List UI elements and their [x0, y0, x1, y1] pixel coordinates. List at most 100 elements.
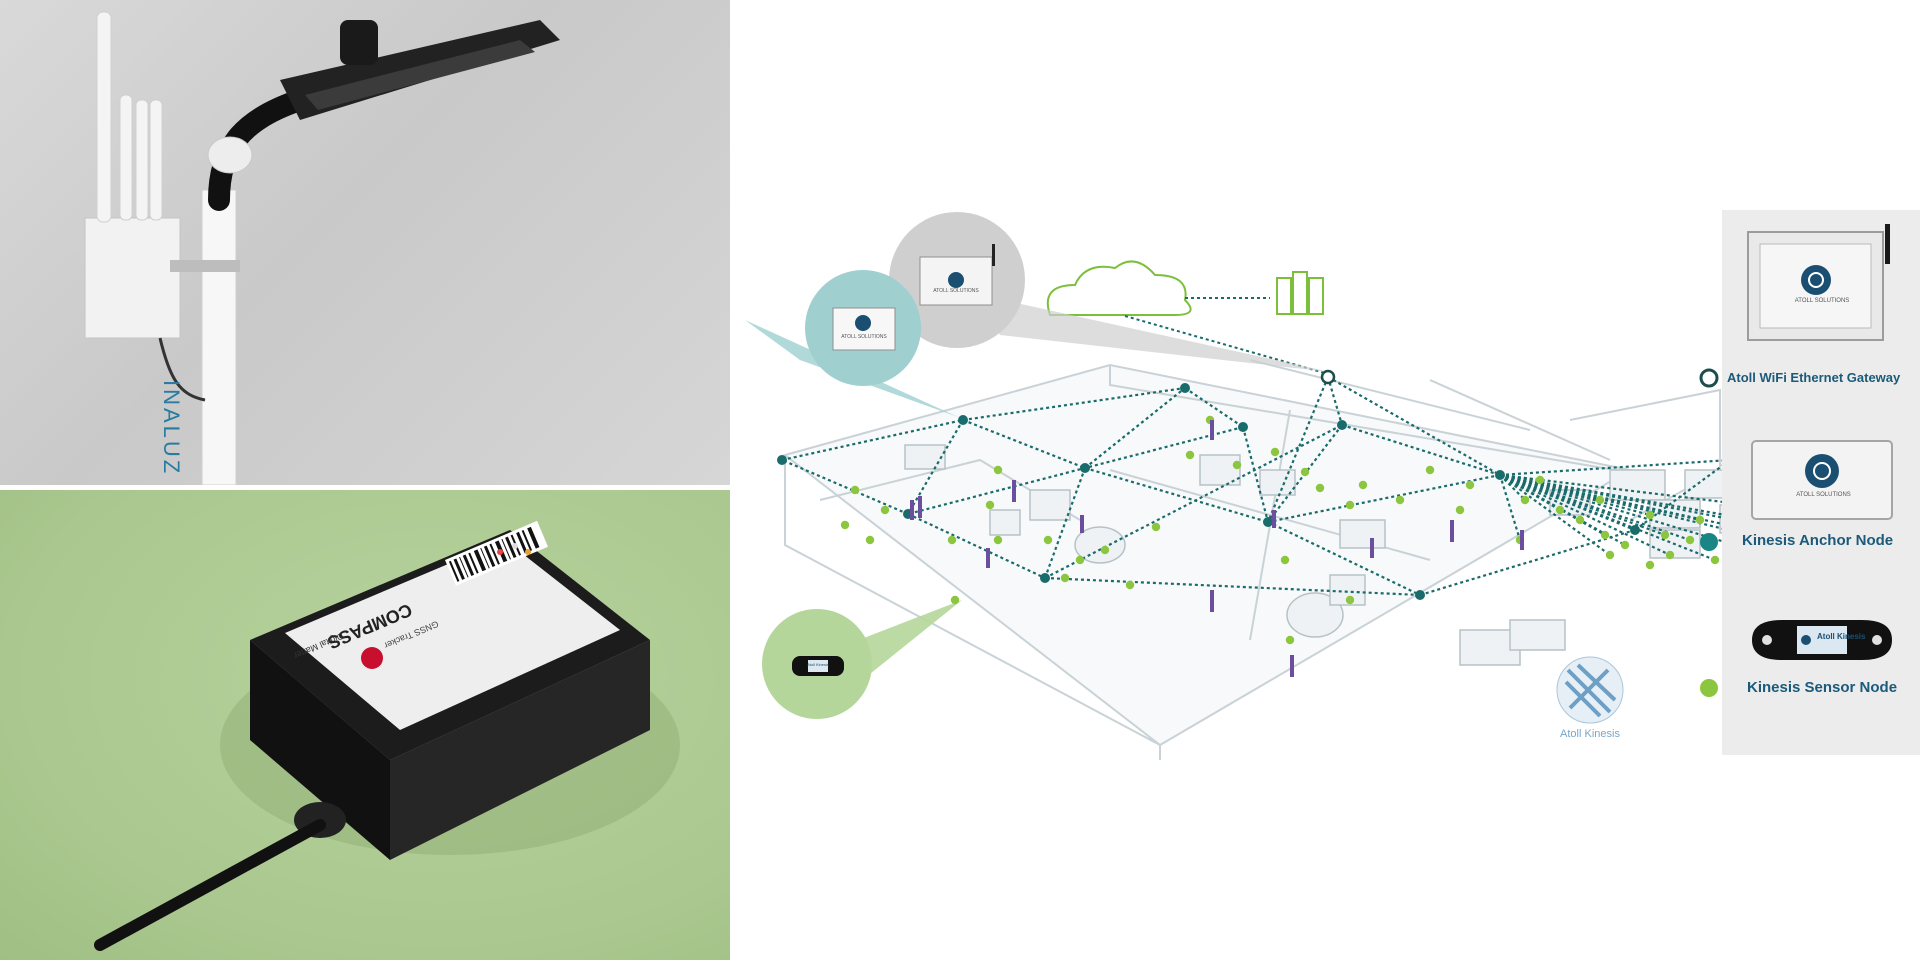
mesh-link — [1419, 528, 1636, 597]
mesh-link — [907, 419, 964, 515]
legend-markers — [1699, 368, 1719, 697]
sensor-node — [1100, 545, 1110, 555]
legend-panel: ATOLL SOLUTIONS ATOLL SOLUTIONS Atoll Ki… — [1722, 210, 1920, 755]
sensor-node — [1270, 447, 1280, 457]
sensor-link — [1499, 473, 1736, 547]
sensor-link — [1498, 474, 1522, 541]
legend-label-anchor: Kinesis Anchor Node — [1742, 532, 1894, 549]
anchor-node — [1238, 422, 1248, 432]
legend-gateway-marker-icon — [1699, 368, 1719, 388]
sensor-node — [1300, 467, 1310, 477]
anchor-node — [1080, 463, 1090, 473]
legend-label-sensor: Kinesis Sensor Node — [1747, 679, 1898, 696]
gateway-link — [1266, 376, 1330, 523]
gateway-link — [1327, 376, 1501, 476]
gnss-tracker-photo: COMPASS GNSS Tracker Digital Matter — [0, 490, 730, 960]
sensor-node — [1600, 530, 1610, 540]
mesh-link — [1499, 458, 1731, 477]
anchor-node — [1630, 525, 1640, 535]
sensor-link — [1499, 473, 1716, 562]
brand-logo-icon — [361, 647, 383, 669]
gnss-tracker-illustration — [94, 520, 680, 951]
sensor-node — [1665, 550, 1675, 560]
streetlight-router-illustration — [84, 11, 560, 485]
barcode — [445, 520, 548, 586]
mesh-link — [1341, 423, 1501, 477]
mesh-link — [962, 418, 1086, 470]
factory-floor — [782, 359, 1721, 760]
sensor-node — [1395, 495, 1405, 505]
pole-brand-text: INALUZ — [159, 380, 184, 477]
legend-sensor-device-text: Atoll Kinesis — [1817, 632, 1866, 641]
sensor-callout — [762, 600, 962, 719]
sensor-node — [1465, 480, 1475, 490]
cloud-icon — [1046, 260, 1192, 316]
mesh-link — [781, 418, 964, 462]
sensor-link — [1499, 473, 1811, 532]
gateway-device-text: ATOLL SOLUTIONS — [933, 288, 979, 294]
anchor-node — [1495, 470, 1505, 480]
streetlight-router-photo: INALUZ — [0, 0, 730, 485]
sensor-node — [1185, 450, 1195, 460]
sensor-node — [985, 500, 995, 510]
sensor-node — [1345, 595, 1355, 605]
anchor-device-text: ATOLL SOLUTIONS — [841, 334, 887, 340]
sensor-node — [1645, 510, 1655, 520]
sensor-node — [1645, 560, 1655, 570]
anchor-node — [958, 415, 968, 425]
sensor-node — [1595, 495, 1605, 505]
sensor-node — [1535, 475, 1545, 485]
sensor-node — [1315, 483, 1325, 493]
legend-label-gateway: Atoll WiFi Ethernet Gateway — [1727, 370, 1901, 385]
sensor-node — [840, 520, 850, 530]
sensor-node — [1358, 480, 1368, 490]
legend-anchor-device-text: ATOLL SOLUTIONS — [1796, 492, 1851, 498]
atoll-kinesis-watermark: Atoll Kinesis — [1560, 728, 1620, 740]
mesh-link — [1241, 426, 1270, 523]
mesh-link — [1267, 521, 1421, 596]
gateway-device-icon — [1747, 224, 1890, 341]
worker-icons — [910, 420, 1524, 677]
mesh-links — [781, 376, 1841, 597]
anchor-node — [1180, 383, 1190, 393]
anchor-device-icon — [1751, 440, 1893, 520]
sensor-node — [865, 535, 875, 545]
mesh-link — [1084, 466, 1269, 524]
sensor-link — [1499, 474, 1671, 556]
sensor-node — [1075, 555, 1085, 565]
mesh-link — [1499, 473, 1791, 512]
sensor-node — [950, 595, 960, 605]
gateway-link — [1326, 376, 1344, 426]
legend-sensor-marker-icon — [1700, 679, 1718, 697]
atoll-kinesis-logo-icon — [1556, 656, 1624, 724]
mesh-link — [907, 425, 1244, 516]
sensor-node — [880, 505, 890, 515]
sensor-node — [1455, 505, 1465, 515]
sensor-node — [1232, 460, 1242, 470]
sensor-device-icon — [1752, 620, 1892, 660]
anchor-node — [1415, 590, 1425, 600]
sensor-node — [1660, 530, 1670, 540]
anchor-callout — [745, 270, 958, 417]
photo-divider — [0, 485, 730, 490]
sensor-node — [1425, 465, 1435, 475]
sensor-node — [1345, 500, 1355, 510]
legend-anchor-marker-icon — [1700, 533, 1718, 551]
sensor-node — [1695, 515, 1705, 525]
sensor-node — [993, 465, 1003, 475]
sensor-node — [1151, 522, 1161, 532]
mesh-link — [1044, 424, 1343, 579]
sensor-node — [1520, 495, 1530, 505]
sensor-link — [1499, 474, 1611, 556]
anchor-node — [1040, 573, 1050, 583]
sensor-node — [947, 535, 957, 545]
mesh-link — [1044, 576, 1421, 597]
mesh-link — [781, 458, 909, 516]
gateway-callout — [889, 212, 1330, 372]
sensor-node — [1685, 535, 1695, 545]
sensor-node — [1060, 573, 1070, 583]
sensor-node — [850, 485, 860, 495]
server-icon — [1276, 271, 1324, 315]
sensor-node — [1620, 540, 1630, 550]
mesh-link — [1043, 467, 1087, 579]
